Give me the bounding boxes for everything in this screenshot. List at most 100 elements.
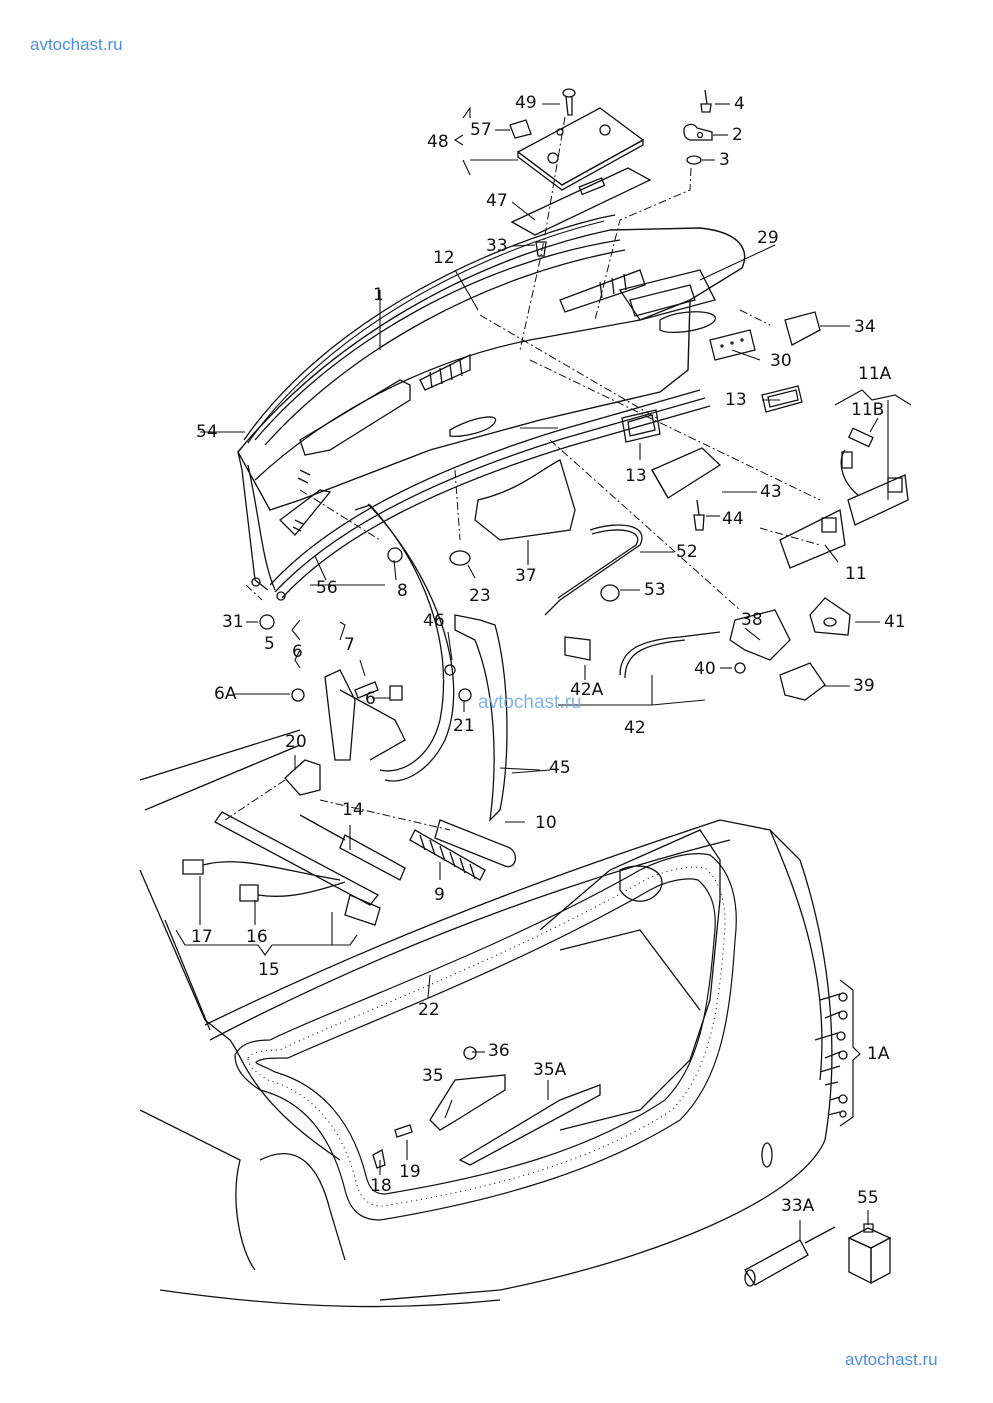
pin-18	[373, 1150, 385, 1168]
connector-16	[240, 882, 345, 901]
gas-strut-14	[300, 815, 405, 880]
switch-29	[630, 285, 695, 316]
trim-panel-47	[512, 168, 650, 235]
bracket-35	[430, 1075, 505, 1130]
bolt-46	[445, 665, 455, 675]
handle-camera-11	[780, 510, 845, 568]
wiring-52	[545, 525, 642, 615]
light-13-upper	[762, 386, 802, 412]
license-plate-light-48	[518, 108, 643, 190]
rain-tray-37	[475, 460, 575, 540]
callout-18: 18	[370, 1176, 392, 1196]
sealant-tube-33A	[745, 1227, 835, 1286]
callout-33: 33	[486, 236, 508, 256]
callout-57: 57	[470, 120, 492, 140]
callout-12: 12	[433, 248, 455, 268]
callout-37: 37	[515, 566, 537, 586]
light-13-lower	[622, 410, 660, 442]
nut-6A	[292, 689, 304, 701]
callout-13-lower: 13	[625, 466, 647, 486]
callout-36: 36	[488, 1041, 510, 1061]
cover-10	[435, 820, 515, 867]
cover-43	[652, 448, 720, 498]
callout-30: 30	[770, 351, 792, 371]
lock-carrier-35A	[460, 1085, 600, 1165]
callout-46: 46	[423, 611, 445, 631]
strut-drive-15	[215, 812, 380, 925]
rivet-4	[701, 90, 711, 112]
microswitch-42A	[565, 637, 590, 660]
callout-35: 35	[422, 1066, 444, 1086]
callout-3: 3	[719, 150, 730, 170]
callout-6-bushing: 6	[365, 689, 376, 709]
fastener-set-1A	[815, 980, 860, 1126]
callout-19: 19	[399, 1162, 421, 1182]
callout-21: 21	[453, 716, 475, 736]
nut-8	[388, 548, 402, 562]
cap-31	[260, 615, 274, 629]
callout-56: 56	[316, 578, 338, 598]
callout-33A: 33A	[781, 1196, 815, 1216]
clamp-2	[684, 124, 712, 140]
cable-42	[620, 632, 720, 678]
callout-38: 38	[741, 610, 763, 630]
callout-23: 23	[469, 586, 491, 606]
callout-39: 39	[853, 676, 875, 696]
hinge-bracket-6	[325, 670, 405, 760]
callout-29: 29	[757, 228, 779, 248]
callout-44: 44	[722, 509, 744, 529]
callout-1A: 1A	[867, 1044, 890, 1064]
striker-39	[780, 663, 825, 700]
trunk-lid-panel	[238, 228, 745, 600]
spring-9	[410, 830, 485, 880]
watermark-bottom-right: avtochast.ru	[845, 1350, 938, 1369]
bolt-7	[355, 682, 378, 698]
callout-40: 40	[694, 659, 716, 679]
callout-11B: 11B	[851, 400, 885, 420]
rivet-44	[694, 500, 704, 530]
lock-38	[730, 610, 790, 660]
callout-9: 9	[434, 885, 445, 905]
clip-57	[510, 120, 531, 138]
bracket-20	[285, 760, 320, 795]
callout-10: 10	[535, 813, 557, 833]
callout-2: 2	[732, 125, 743, 145]
callout-17: 17	[191, 927, 213, 947]
callout-34: 34	[854, 317, 876, 337]
callout-48: 48	[427, 132, 449, 152]
car-body	[140, 730, 832, 1307]
callout-1: 1	[373, 285, 384, 305]
callout-49: 49	[515, 93, 537, 113]
callout-15: 15	[258, 960, 280, 980]
callout-22: 22	[418, 1000, 440, 1020]
nut-40	[735, 663, 745, 673]
trunk-seal-22	[235, 854, 736, 1220]
bottle-55	[849, 1224, 890, 1283]
callout-42: 42	[624, 718, 646, 738]
cover-41	[810, 598, 850, 635]
nut-33	[536, 242, 546, 256]
callout-20: 20	[285, 732, 307, 752]
callout-6A: 6A	[214, 684, 237, 704]
seal-strip-54	[244, 215, 615, 440]
callout-7: 7	[344, 635, 355, 655]
callout-11A: 11A	[858, 364, 892, 384]
connector-17	[183, 860, 340, 880]
callout-55: 55	[857, 1188, 879, 1208]
buffer-53	[601, 585, 619, 601]
handle-camera-11A	[841, 450, 908, 525]
grommet-23	[450, 551, 470, 565]
callout-6-group: 6	[292, 642, 303, 662]
leader-lines	[176, 104, 888, 1240]
callout-5: 5	[264, 634, 275, 654]
cover-34	[785, 312, 820, 345]
callout-52: 52	[676, 542, 698, 562]
washer-3	[687, 156, 701, 164]
hinge-trim-45	[455, 615, 507, 820]
washer-21	[459, 689, 471, 701]
watermark-center: avtochast.ru	[478, 692, 582, 713]
callout-42A: 42A	[570, 680, 604, 700]
connector-11B	[849, 428, 873, 446]
nut-36	[464, 1047, 476, 1059]
